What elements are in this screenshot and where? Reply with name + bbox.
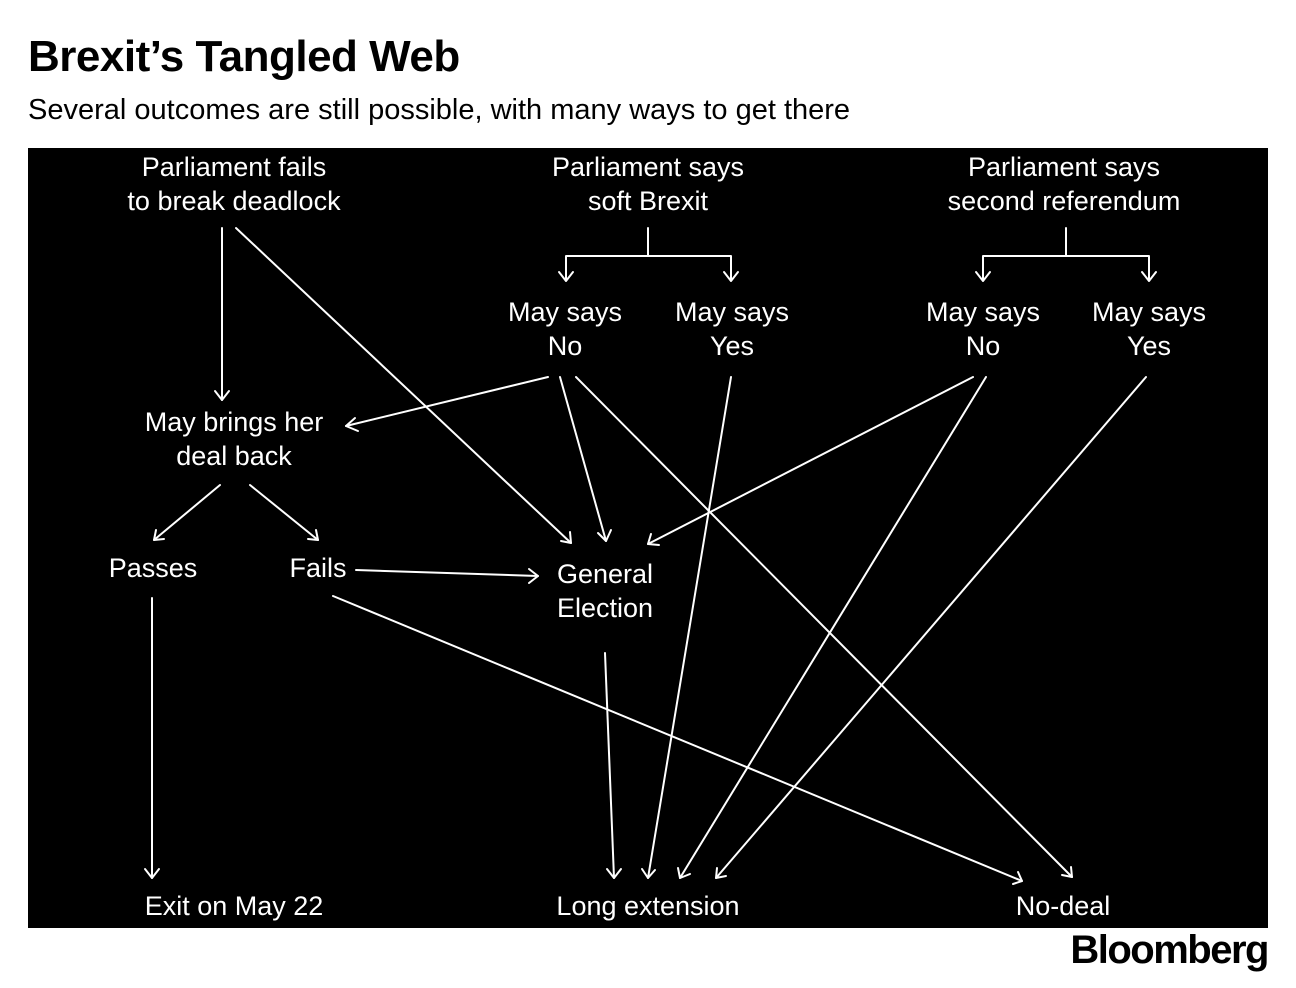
node-long-extension: Long extension bbox=[556, 889, 739, 923]
node-label: May says bbox=[1091, 297, 1207, 327]
flow-diagram: Parliament fails to break deadlock Parli… bbox=[28, 148, 1268, 928]
node-label: Election bbox=[556, 593, 654, 623]
node-exit-on-may-22: Exit on May 22 bbox=[145, 889, 324, 923]
node-ref-may-says-no: May says No bbox=[926, 295, 1040, 363]
node-fails: Fails bbox=[289, 551, 346, 585]
chart-subtitle: Several outcomes are still possible, wit… bbox=[28, 94, 851, 126]
arrowhead bbox=[560, 531, 572, 544]
node-label: Parliament says bbox=[551, 152, 745, 182]
node-general-election: General Election bbox=[557, 557, 653, 625]
node-label: General bbox=[556, 559, 654, 589]
arrowhead bbox=[715, 867, 727, 879]
arrowhead bbox=[144, 868, 160, 879]
arrow-deal-back-to-passes bbox=[153, 484, 221, 541]
arrowhead bbox=[641, 868, 656, 879]
arrowhead bbox=[1141, 271, 1157, 282]
node-label: May brings her bbox=[144, 407, 324, 437]
node-parliament-fails-deadlock: Parliament fails to break deadlock bbox=[127, 150, 340, 218]
arrowhead bbox=[528, 568, 539, 584]
node-no-deal: No-deal bbox=[1016, 889, 1111, 923]
node-ref-may-says-yes: May says Yes bbox=[1092, 295, 1206, 363]
arrowhead bbox=[647, 533, 660, 546]
node-label: second referendum bbox=[947, 186, 1181, 216]
arrowhead bbox=[975, 271, 991, 282]
arrow-fails-to-election bbox=[355, 569, 539, 577]
node-label: May says bbox=[674, 297, 790, 327]
node-label: No-deal bbox=[1015, 891, 1111, 921]
arrowhead bbox=[214, 390, 230, 401]
node-label: Passes bbox=[108, 553, 198, 583]
bracket-soft-brexit bbox=[565, 227, 732, 281]
arrowhead bbox=[153, 529, 165, 541]
node-label: Yes bbox=[1126, 331, 1172, 361]
node-label: No bbox=[547, 331, 583, 361]
arrow-soft-no-to-no-deal bbox=[575, 376, 1073, 878]
arrowhead bbox=[558, 271, 574, 282]
chart-title: Brexit’s Tangled Web bbox=[28, 32, 460, 81]
node-label: Exit on May 22 bbox=[144, 891, 324, 921]
node-label: Long extension bbox=[556, 891, 740, 921]
node-label: Yes bbox=[709, 331, 755, 361]
node-parliament-second-referendum: Parliament says second referendum bbox=[948, 150, 1181, 218]
node-passes: Passes bbox=[109, 551, 198, 585]
arrowhead bbox=[677, 867, 691, 879]
arrowhead bbox=[597, 529, 612, 542]
node-label: to break deadlock bbox=[127, 186, 341, 216]
arrow-soft-yes-to-extension bbox=[647, 376, 732, 879]
arrow-ref-no-to-extension bbox=[679, 376, 987, 879]
arrow-soft-no-to-election bbox=[559, 376, 607, 542]
node-label: Parliament fails bbox=[141, 152, 327, 182]
arrow-deadlock-to-election bbox=[235, 227, 572, 544]
bracket-second-referendum bbox=[982, 227, 1150, 281]
arrow-soft-no-to-deal-back bbox=[345, 376, 549, 427]
arrowhead bbox=[345, 417, 359, 432]
node-label: May says bbox=[925, 297, 1041, 327]
arrow-election-to-extension bbox=[604, 652, 615, 879]
bloomberg-logo: Bloomberg bbox=[1070, 928, 1269, 972]
arrowhead bbox=[606, 868, 622, 879]
arrowhead bbox=[723, 271, 739, 282]
arrow-ref-no-to-election bbox=[647, 376, 974, 545]
arrowhead bbox=[1012, 871, 1023, 885]
node-label: soft Brexit bbox=[587, 186, 709, 216]
node-label: deal back bbox=[176, 441, 292, 471]
arrow-fails-to-no-deal bbox=[332, 595, 1023, 882]
node-label: No bbox=[965, 331, 1001, 361]
node-label: Parliament says bbox=[967, 152, 1161, 182]
node-label: May says bbox=[507, 297, 623, 327]
arrowhead bbox=[1061, 866, 1073, 878]
node-parliament-soft-brexit: Parliament says soft Brexit bbox=[552, 150, 744, 218]
arrow-ref-yes-to-extension bbox=[715, 376, 1147, 879]
node-may-brings-deal-back: May brings her deal back bbox=[145, 405, 324, 473]
connector-arrows bbox=[144, 227, 1157, 885]
arrow-deal-back-to-fails bbox=[249, 484, 319, 541]
node-soft-may-says-no: May says No bbox=[508, 295, 622, 363]
node-soft-may-says-yes: May says Yes bbox=[675, 295, 789, 363]
node-label: Fails bbox=[289, 553, 347, 583]
arrowhead bbox=[307, 529, 319, 541]
